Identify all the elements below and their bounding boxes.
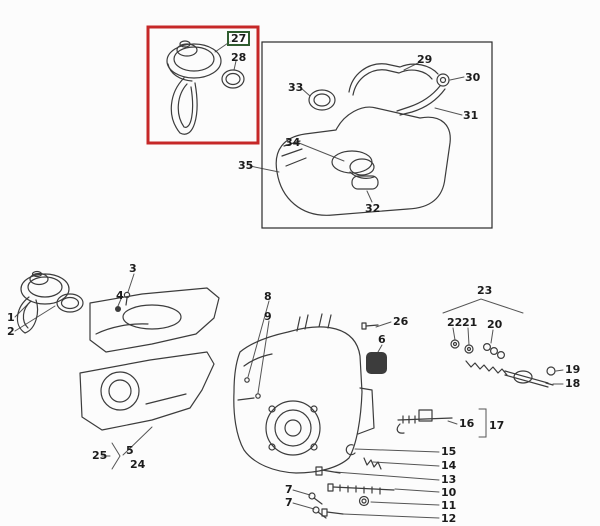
small-hardware	[308, 444, 395, 519]
part-label-13: 13	[441, 473, 457, 486]
fuel-line-clamp	[436, 73, 450, 87]
part-label-2: 2	[7, 325, 15, 338]
bracket-5-24	[111, 442, 121, 470]
part-label-27: 27	[227, 31, 251, 46]
part-label-31: 31	[463, 109, 479, 122]
part-label-22: 22	[447, 316, 463, 329]
part-label-11: 11	[441, 499, 457, 512]
circlip	[345, 444, 356, 456]
crankcase	[233, 313, 375, 474]
spring	[465, 360, 508, 376]
part-label-4: 4	[116, 289, 124, 302]
screws-3-4	[115, 291, 131, 312]
tank-assembly-frame	[261, 41, 493, 229]
rubber-buffer	[366, 352, 387, 374]
return-pipe	[396, 85, 441, 112]
part-label-29: 29	[417, 53, 433, 66]
part-label-28: 28	[231, 51, 247, 64]
buffer-and-screw	[361, 322, 387, 374]
part-label-5: 5	[126, 444, 134, 457]
worm-shaft	[504, 370, 549, 388]
part-label-35: 35	[238, 159, 254, 172]
fuel-tank-body	[275, 106, 451, 216]
fuel-pickup	[351, 175, 379, 190]
part-label-32: 32	[365, 202, 381, 215]
part-label-23: 23	[477, 284, 493, 297]
fuel-tank-assembly	[275, 63, 451, 216]
part-label-25: 25	[92, 449, 108, 462]
leader-lines	[14, 40, 564, 519]
part-label-8: 8	[264, 290, 272, 303]
clutch-covers	[79, 287, 220, 431]
crankshaft-bore	[265, 400, 321, 456]
part-label-21: 21	[462, 316, 478, 329]
part-label-20: 20	[487, 318, 503, 331]
part-label-15: 15	[441, 445, 457, 458]
part-label-6: 6	[378, 333, 386, 346]
highlighted-part-box[interactable]	[146, 25, 260, 145]
part-label-30: 30	[465, 71, 481, 84]
cap-gasket-ring	[221, 69, 245, 89]
part-label-7a: 7	[285, 483, 293, 496]
part-label-7b: 7	[285, 496, 293, 509]
oiler-worm-assembly	[450, 339, 556, 388]
part-label-16: 16	[459, 417, 475, 430]
part-label-18: 18	[565, 377, 581, 390]
chain-tensioner	[396, 409, 453, 434]
fuel-cap-highlighted	[166, 40, 245, 135]
part-label-34: 34	[285, 136, 301, 149]
part-label-3: 3	[129, 262, 137, 275]
part-label-10: 10	[441, 486, 457, 499]
tank-grommet	[308, 89, 336, 111]
fuel-cap-left	[16, 270, 84, 334]
part-label-12: 12	[441, 512, 457, 525]
fuel-filter	[349, 158, 375, 176]
part-label-33: 33	[288, 81, 304, 94]
bracket-23	[442, 298, 524, 314]
part-label-1: 1	[7, 311, 15, 324]
part-label-9: 9	[264, 310, 272, 323]
part-label-24: 24	[130, 458, 146, 471]
part-label-26: 26	[393, 315, 409, 328]
bracket-17	[478, 408, 487, 438]
part-label-17: 17	[489, 419, 505, 432]
part-label-19: 19	[565, 363, 581, 376]
small-spring	[363, 457, 382, 470]
part-label-14: 14	[441, 459, 457, 472]
fuel-line	[348, 63, 439, 93]
